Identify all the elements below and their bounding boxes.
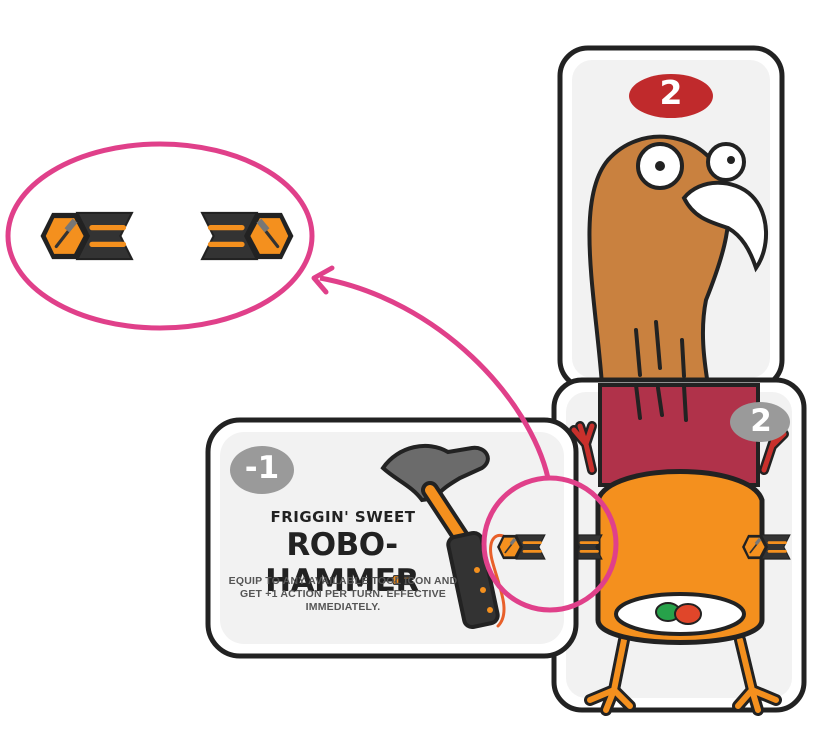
card-title: ROBO-HAMMER	[265, 527, 419, 599]
head-number-label: 2	[659, 73, 683, 112]
callout-bubble	[5, 141, 315, 331]
callout-focus-ring	[481, 475, 619, 613]
character-body-card	[551, 377, 807, 716]
hammer-token-left	[41, 213, 132, 259]
head-number-badge	[629, 74, 713, 118]
robo-hammer-card	[205, 417, 579, 659]
body-number-badge	[730, 402, 790, 442]
hammer-token-right	[202, 213, 293, 259]
card-description: EQUIP TO ANY AVAILABLE TOOL ICON AND GET…	[228, 575, 458, 613]
character-head-card	[557, 45, 785, 391]
callout-arrow	[319, 275, 551, 479]
bird-eye-right	[706, 142, 746, 182]
tool-slot-right[interactable]	[740, 533, 792, 561]
card-subtitle: FRIGGIN' SWEET	[270, 508, 416, 526]
bird-beak	[681, 180, 768, 273]
callout	[5, 141, 619, 613]
cost-badge-label: -1	[244, 450, 280, 486]
body-number-label: 2	[750, 403, 772, 439]
cost-badge	[230, 446, 294, 494]
hammer-token-on-card	[495, 533, 547, 561]
